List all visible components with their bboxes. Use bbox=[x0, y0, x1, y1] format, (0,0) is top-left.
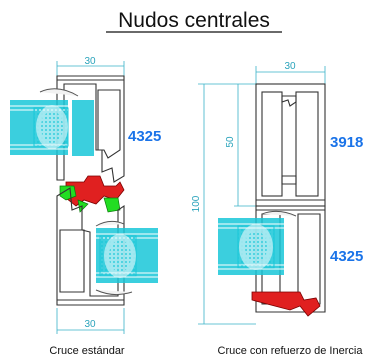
lower-glass-unit bbox=[95, 220, 158, 296]
left-profile-code: 4325 bbox=[128, 128, 161, 145]
right-glass-unit bbox=[218, 210, 297, 275]
right-dimension-50 bbox=[234, 84, 256, 207]
right-top-dimension bbox=[255, 66, 326, 86]
page-title: Nudos centrales bbox=[118, 9, 270, 32]
right-caption: Cruce con refuerzo de Inercia bbox=[218, 345, 364, 357]
left-detail: 30 bbox=[10, 56, 161, 357]
right-dimension-100 bbox=[198, 83, 256, 325]
right-dimension-100-label: 100 bbox=[191, 195, 202, 212]
upper-profile bbox=[56, 75, 125, 183]
right-detail: 30 100 50 bbox=[191, 61, 363, 357]
right-upper-profile-code: 3918 bbox=[330, 134, 363, 151]
right-lower-profile-code: 4325 bbox=[330, 248, 363, 265]
left-bottom-dimension-label: 30 bbox=[84, 319, 96, 330]
upper-reinforcement-profile bbox=[255, 83, 326, 207]
right-gasket bbox=[251, 291, 321, 317]
right-top-dimension-label: 30 bbox=[284, 61, 296, 72]
right-dimension-50-label: 50 bbox=[225, 136, 236, 148]
left-caption: Cruce estándar bbox=[49, 345, 125, 357]
left-top-dimension-label: 30 bbox=[84, 56, 96, 67]
lower-profile bbox=[56, 187, 125, 306]
upper-glass-unit bbox=[10, 88, 94, 156]
left-bottom-dimension bbox=[56, 308, 125, 334]
